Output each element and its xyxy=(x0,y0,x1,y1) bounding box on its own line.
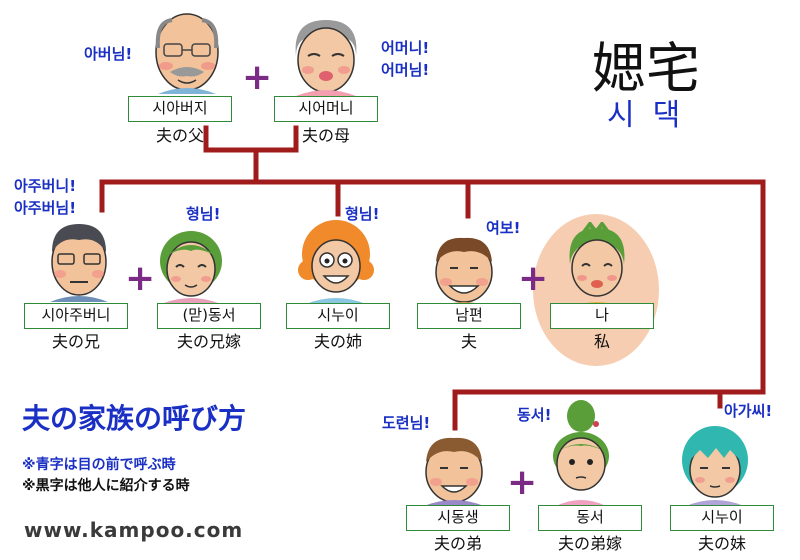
title-kanji: 媤宅 xyxy=(592,37,700,100)
role-younger-sister: 夫の妹 xyxy=(697,534,746,553)
parents-connector xyxy=(203,125,299,153)
namebox-older-sister-in-law: (맏)동서 xyxy=(157,303,261,329)
role-father-in-law: 夫の父 xyxy=(155,126,204,145)
older-brother-callout-1: 아주버니! xyxy=(14,177,77,195)
namebox-older-sister: 시누이 xyxy=(286,303,390,329)
diagram-heading: 夫の家族の呼び方 xyxy=(22,402,247,435)
mother-in-law-avatar xyxy=(295,20,357,96)
younger-sister-in-law-avatar xyxy=(553,400,609,506)
older-brother-avatar xyxy=(50,224,108,302)
role-older-sister: 夫の姉 xyxy=(313,332,362,351)
self-avatar xyxy=(569,222,625,308)
namebox-self: 나 xyxy=(550,303,654,329)
role-older-sister-in-law: 夫の兄嫁 xyxy=(176,332,241,351)
younger-sister-in-law-callout: 동서! xyxy=(517,406,552,424)
role-mother-in-law: 夫の母 xyxy=(301,126,350,145)
namebox-younger-sister: 시누이 xyxy=(670,505,774,531)
role-older-brother: 夫の兄 xyxy=(51,332,100,351)
role-husband: 夫 xyxy=(460,332,477,351)
younger-sister-callout: 아가씨! xyxy=(724,402,773,420)
older-sister-in-law-avatar xyxy=(160,231,222,303)
younger-sister-avatar xyxy=(682,426,748,506)
namebox-older-brother: 시아주버니 xyxy=(24,303,128,329)
role-self: 私 xyxy=(593,332,610,351)
plus-sign-grandparents: + xyxy=(242,57,273,98)
role-younger-brother: 夫の弟 xyxy=(433,534,482,553)
plus-sign-older-brother: + xyxy=(125,258,156,299)
title-korean: 시댁 xyxy=(607,98,699,133)
plus-sign-younger-brother: + xyxy=(507,462,538,503)
namebox-younger-brother: 시동생 xyxy=(406,505,510,531)
note-black-text: ※黒字は他人に紹介する時 xyxy=(22,478,190,494)
namebox-younger-sister-in-law: 동서 xyxy=(538,505,642,531)
older-sister-in-law-callout: 형님! xyxy=(186,205,221,223)
older-brother-callout-2: 아주버님! xyxy=(14,199,77,217)
mother-in-law-callout-2: 어머님! xyxy=(381,61,430,79)
website-url: www.kampoo.com xyxy=(24,518,244,542)
younger-brother-callout: 도련님! xyxy=(382,414,431,432)
father-in-law-avatar xyxy=(155,13,219,94)
namebox-father-in-law: 시아버지 xyxy=(128,96,232,122)
older-sister-avatar xyxy=(298,220,374,304)
younger-brother-avatar xyxy=(424,437,484,506)
older-sister-callout: 형님! xyxy=(345,205,380,223)
note-blue-text: ※青字は目の前で呼ぶ時 xyxy=(22,457,176,473)
husband-avatar xyxy=(434,237,494,308)
namebox-husband: 남편 xyxy=(417,303,521,329)
father-in-law-callout: 아버님! xyxy=(84,45,133,63)
mother-in-law-callout-1: 어머니! xyxy=(381,39,430,57)
namebox-mother-in-law: 시어머니 xyxy=(274,96,378,122)
husband-callout: 여보! xyxy=(486,219,521,237)
role-younger-sister-in-law: 夫の弟嫁 xyxy=(557,534,622,553)
plus-sign-husband: + xyxy=(518,258,549,299)
